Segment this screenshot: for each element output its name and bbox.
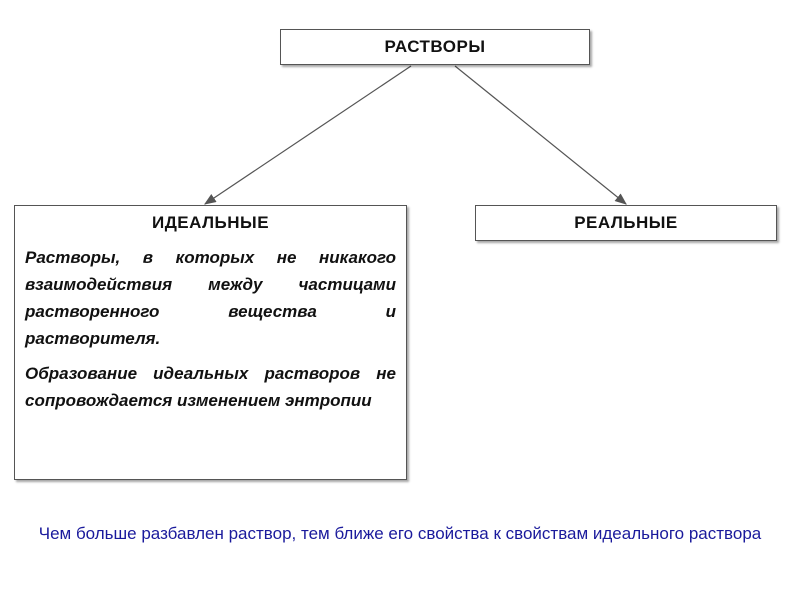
ideal-definition-text: Растворы, в которых не никакого взаимоде… <box>25 248 396 348</box>
real-solutions-node: РЕАЛЬНЫЕ <box>475 205 777 241</box>
real-node-title: РЕАЛЬНЫЕ <box>574 213 678 232</box>
arrow-to-real <box>454 65 627 205</box>
root-node-solutions: РАСТВОРЫ <box>280 29 590 65</box>
ideal-node-title: ИДЕАЛЬНЫЕ <box>151 213 270 232</box>
arrow-to-ideal <box>204 65 412 205</box>
root-node-label: РАСТВОРЫ <box>384 37 486 56</box>
ideal-entropy-text: Образование идеальных растворов не сопро… <box>25 364 396 410</box>
dilution-note: Чем больше разбавлен раствор, тем ближе … <box>38 524 762 543</box>
ideal-solutions-node: ИДЕАЛЬНЫЕ Растворы, в которых не никаког… <box>14 205 407 480</box>
